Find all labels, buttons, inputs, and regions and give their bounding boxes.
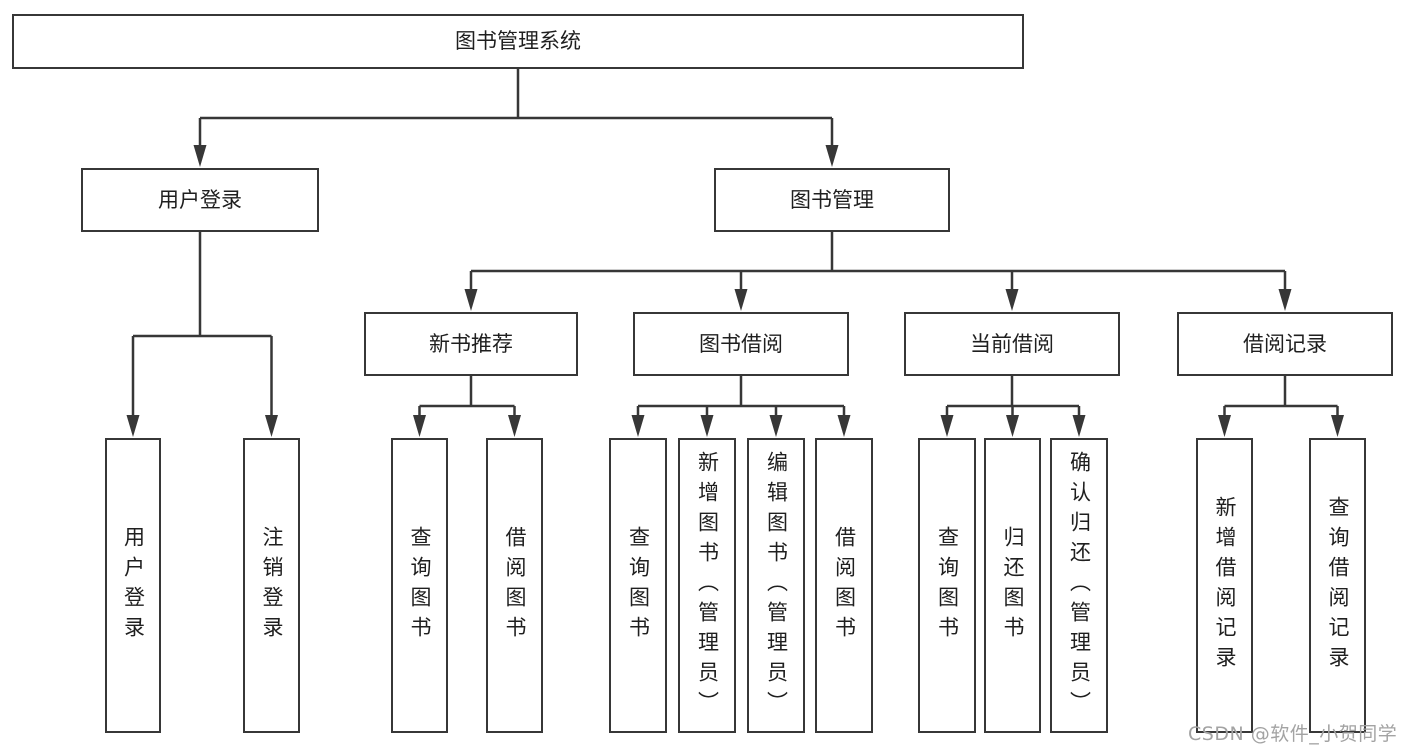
arrowhead-icon: [1005, 289, 1019, 311]
arrowhead-icon: [508, 415, 521, 437]
node-label: 借阅图书: [503, 525, 527, 646]
leaf-return-book: 归还图书: [984, 438, 1041, 733]
arrowhead-icon: [193, 145, 207, 167]
arrowhead-icon: [825, 145, 839, 167]
arrowhead-icon: [464, 289, 478, 311]
node-user-login: 用户登录: [81, 168, 319, 232]
node-label: 查询图书: [626, 525, 651, 646]
node-label: 注销登录: [260, 525, 284, 646]
arrowhead-icon: [1006, 415, 1019, 437]
connector-current-to-leaves: [945, 376, 1081, 416]
connector-records-to-leaves: [1223, 376, 1339, 416]
connector-borrowing-to-leaves: [636, 376, 846, 416]
node-current-borrowing: 当前借阅: [904, 312, 1120, 376]
connector-newbook-to-leaves: [418, 376, 516, 416]
leaf-query-books-newbook: 查询图书: [391, 438, 448, 733]
connector-userlogin-to-leaves: [131, 232, 273, 416]
leaf-confirm-return-admin: 确认归还（管理员）: [1050, 438, 1108, 733]
leaf-logout: 注销登录: [243, 438, 300, 733]
leaf-add-book-admin: 新增图书（管理员）: [678, 438, 736, 733]
node-label: 编辑图书（管理员）: [764, 450, 789, 721]
arrowhead-icon: [126, 415, 140, 437]
arrowhead-icon: [265, 415, 278, 437]
node-label: 新增图书（管理员）: [695, 450, 720, 721]
node-label: 查询图书: [408, 525, 432, 646]
arrowhead-icon: [734, 289, 748, 311]
node-label: 图书管理: [790, 187, 874, 212]
node-label: 查询借阅记录: [1326, 495, 1350, 676]
node-label: 查询图书: [935, 525, 960, 646]
node-label: 新书推荐: [429, 331, 513, 356]
arrowhead-icon: [1072, 415, 1086, 437]
arrowhead-icon: [837, 415, 851, 437]
leaf-borrow-books-borrowing: 借阅图书: [815, 438, 873, 733]
node-label: 图书管理系统: [455, 29, 581, 53]
arrowhead-icon: [940, 415, 954, 437]
arrowhead-icon: [631, 415, 645, 437]
node-new-book-recommendation: 新书推荐: [364, 312, 578, 376]
leaf-edit-book-admin: 编辑图书（管理员）: [747, 438, 805, 733]
leaf-query-books-current: 查询图书: [918, 438, 976, 733]
node-label: 图书借阅: [699, 331, 783, 356]
connector-root-to-level2: [198, 69, 834, 146]
node-library-management-system: 图书管理系统: [12, 14, 1024, 69]
node-book-management: 图书管理: [714, 168, 950, 232]
arrowhead-icon: [413, 415, 426, 437]
node-label: 当前借阅: [970, 331, 1054, 356]
arrowhead-icon: [1218, 415, 1231, 437]
arrowhead-icon: [769, 415, 783, 437]
leaf-add-borrow-record: 新增借阅记录: [1196, 438, 1253, 733]
node-borrowing-records: 借阅记录: [1177, 312, 1393, 376]
node-label: 借阅记录: [1243, 331, 1327, 356]
node-label: 归还图书: [1001, 525, 1025, 646]
node-book-borrowing: 图书借阅: [633, 312, 849, 376]
node-label: 用户登录: [121, 525, 146, 646]
node-label: 确认归还（管理员）: [1067, 450, 1092, 721]
arrowhead-icon: [700, 415, 714, 437]
leaf-borrow-books-newbook: 借阅图书: [486, 438, 543, 733]
node-label: 用户登录: [158, 187, 242, 212]
leaf-query-borrow-record: 查询借阅记录: [1309, 438, 1366, 733]
leaf-user-login: 用户登录: [105, 438, 161, 733]
node-label: 新增借阅记录: [1213, 495, 1237, 676]
arrowhead-icon: [1331, 415, 1344, 437]
connector-bookmgmt-to-level3: [469, 232, 1287, 290]
leaf-query-books-borrowing: 查询图书: [609, 438, 667, 733]
node-label: 借阅图书: [832, 525, 857, 646]
arrowhead-icon: [1278, 289, 1292, 311]
watermark: CSDN @软件_小贺同学: [1188, 723, 1398, 745]
